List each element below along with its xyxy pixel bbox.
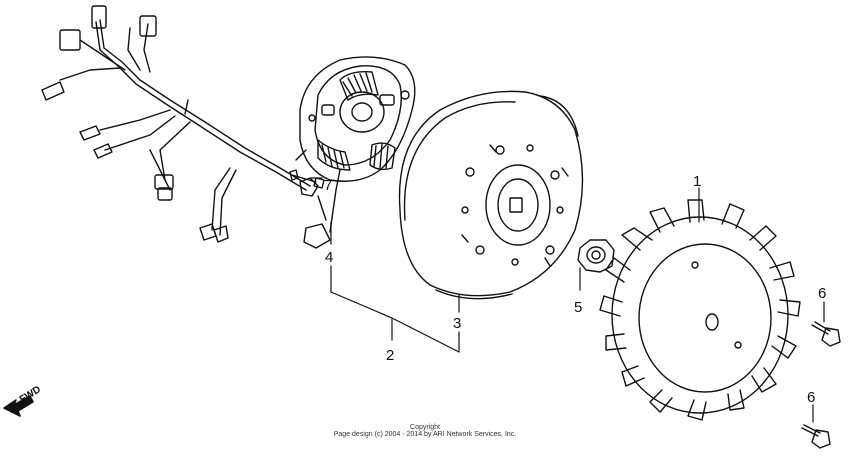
page-design-credit: Page design (c) 2004 - 2014 by ARI Netwo… <box>333 431 517 438</box>
harness-connectors <box>41 5 229 243</box>
wire-harness <box>59 19 311 236</box>
callout-7: 7 <box>324 177 332 194</box>
screw-7 <box>289 169 325 189</box>
nut-5 <box>577 239 615 273</box>
callout-6-upper: 6 <box>818 285 826 302</box>
callout-5: 5 <box>574 299 582 316</box>
cooling-fan <box>599 199 801 421</box>
callout-1: 1 <box>693 173 701 190</box>
flywheel <box>398 90 584 300</box>
fwd-arrow-icon <box>3 395 34 417</box>
bolt-6-upper <box>811 321 841 347</box>
bolt-6-lower <box>801 424 831 449</box>
callout-6-lower: 6 <box>807 389 815 406</box>
callout-2: 2 <box>386 347 394 364</box>
pickup-coil-plug <box>299 169 341 249</box>
leader-lines <box>310 177 825 423</box>
copyright-line: Copyright <box>410 424 440 431</box>
stator-assembly <box>295 56 416 182</box>
callout-4: 4 <box>325 249 333 266</box>
callout-3: 3 <box>453 315 461 332</box>
